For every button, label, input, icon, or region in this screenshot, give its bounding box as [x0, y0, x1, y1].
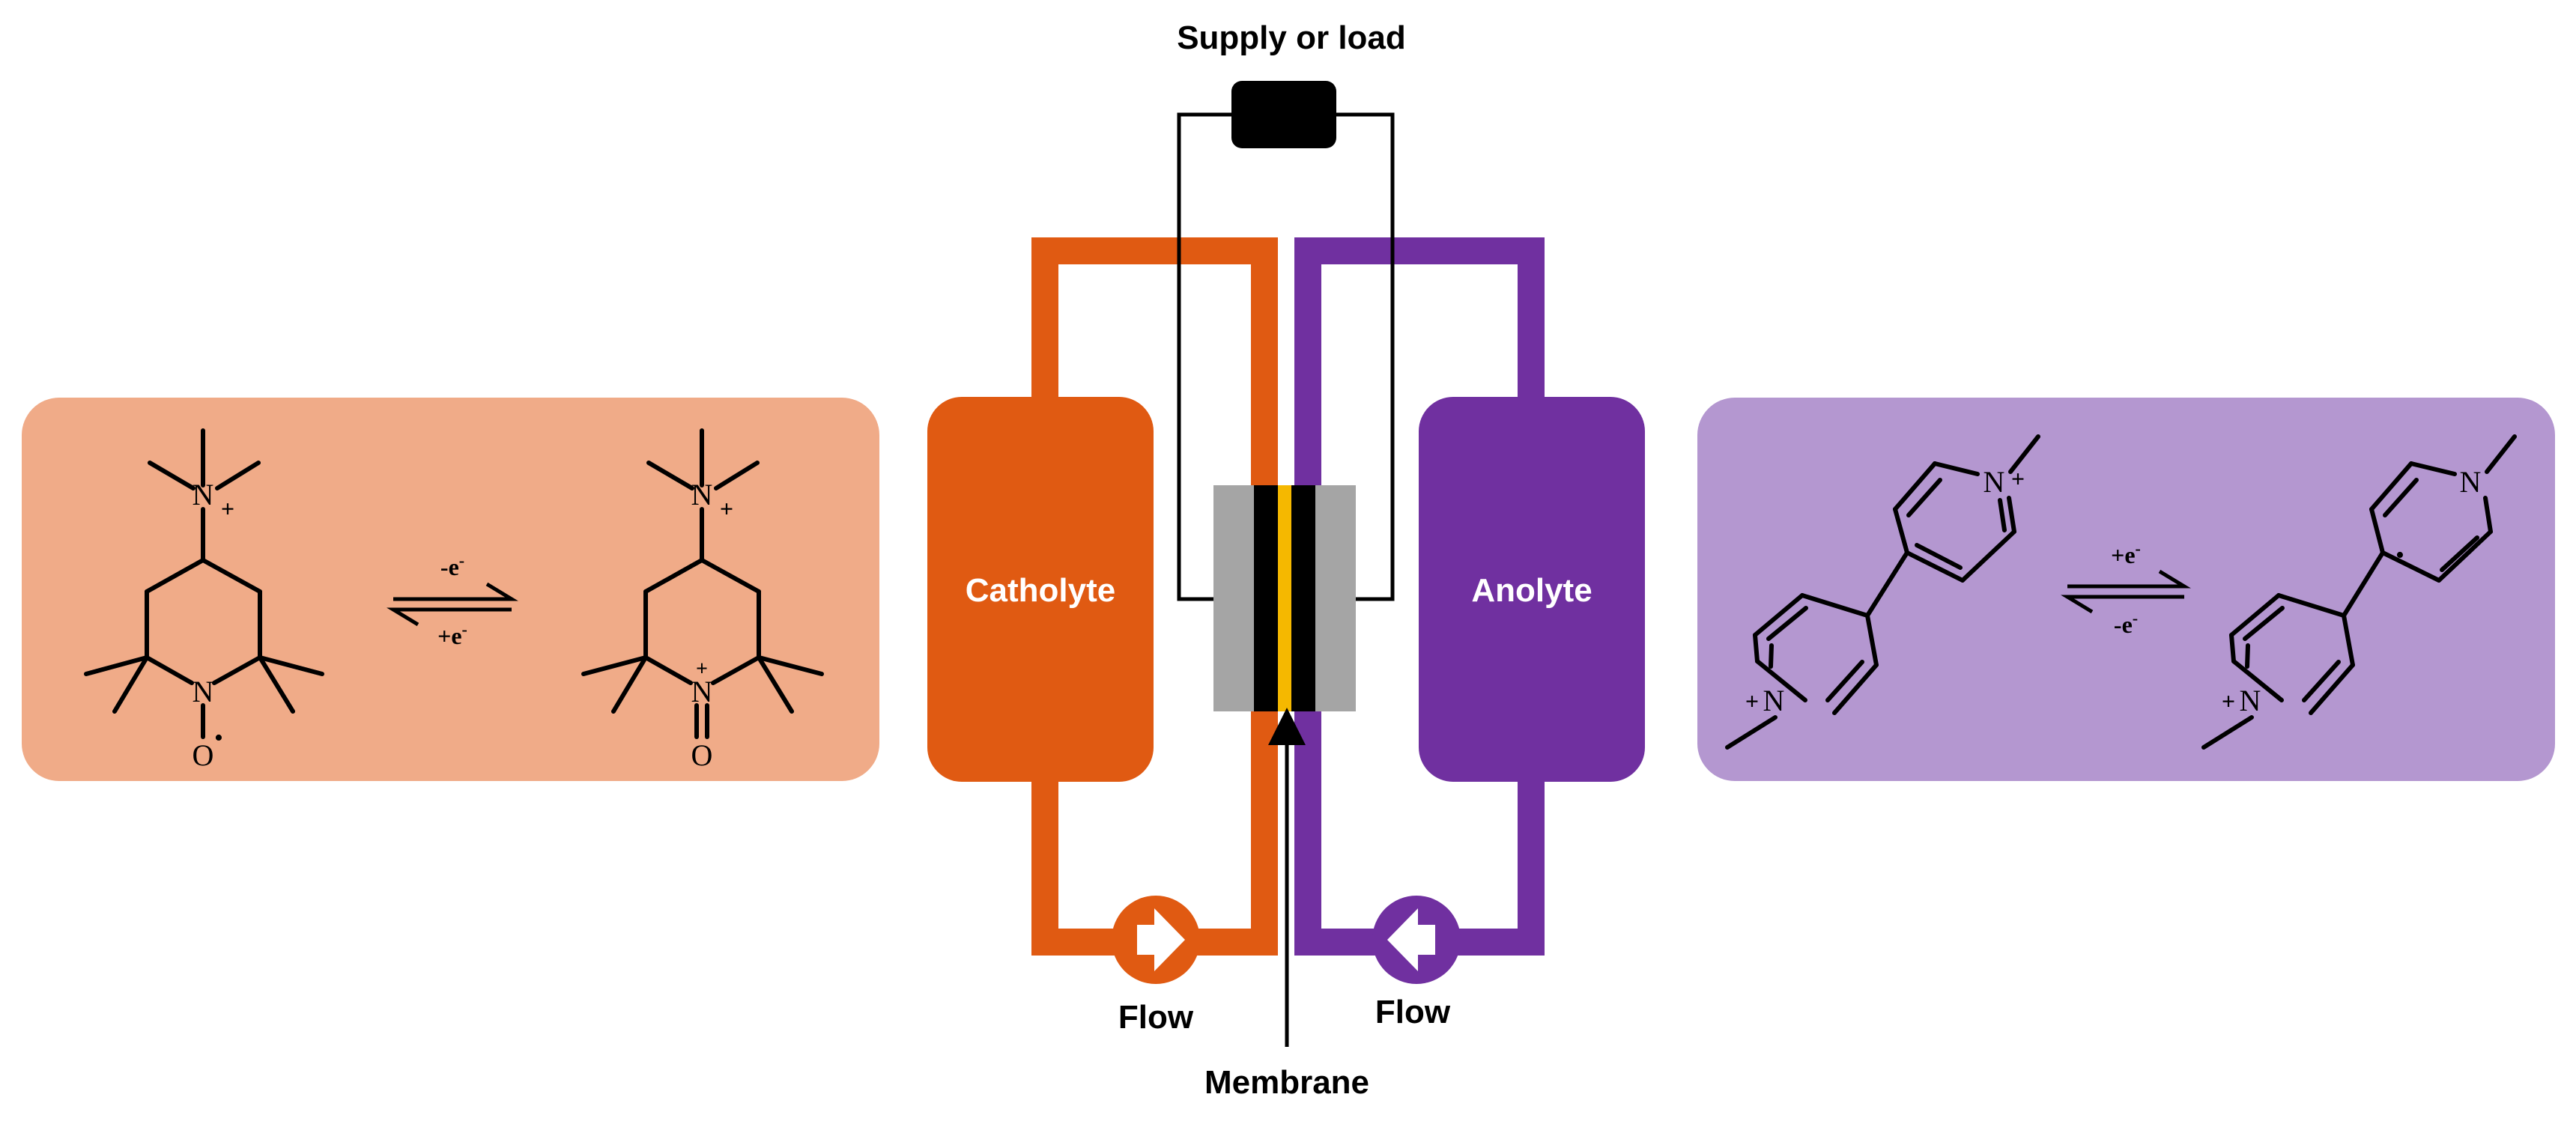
right-equilibrium-arrows-icon — [2061, 569, 2191, 614]
mv-n-bottom-atom: N — [1763, 684, 1785, 717]
anolyte-tank — [1419, 397, 1645, 782]
oxo-n-top-atom: N — [691, 478, 713, 511]
left-electrode — [1213, 485, 1255, 711]
mv-n-top-atom: N — [1983, 465, 2005, 499]
mvr-radical-dot: • — [2395, 541, 2404, 569]
tempo-radical-dot: • — [214, 724, 223, 752]
tempo-n-plus-charge: + — [221, 495, 234, 522]
supply-or-load-box — [1231, 81, 1336, 148]
anolyte-chemistry-panel — [1697, 398, 2555, 781]
oxo-n-ring-plus: + — [696, 657, 708, 681]
catholyte-label: Catholyte — [966, 572, 1115, 609]
anolyte-label: Anolyte — [1471, 572, 1592, 609]
mvr-n-bottom-atom: N — [2240, 684, 2261, 717]
oxo-o-atom: O — [691, 738, 713, 772]
oxo-n-ring-atom: N — [691, 675, 713, 708]
tempo-n-ring-atom: N — [193, 675, 214, 708]
right-electrode — [1314, 485, 1356, 711]
left-reverse-label: +e- — [437, 620, 467, 649]
catholyte-chemistry-panel — [22, 398, 879, 781]
oxoammonium-molecule — [581, 428, 824, 739]
tempo-o-atom: O — [193, 738, 214, 772]
flow-label-left: Flow — [1118, 999, 1194, 1036]
membrane — [1278, 485, 1291, 711]
oxo-n-top-plus: + — [720, 495, 733, 522]
left-equilibrium-arrows-icon — [387, 582, 518, 627]
mv-n-top-plus: + — [2011, 465, 2025, 492]
right-arrow-icon — [1137, 908, 1185, 971]
left-forward-label: -e- — [440, 551, 464, 580]
viologen-radical-molecule — [2201, 434, 2517, 750]
right-reverse-label: -e- — [2114, 609, 2138, 638]
tempo-n-top-atom: N — [193, 478, 214, 511]
viologen-dication-molecule — [1725, 434, 2040, 750]
catholyte-tank — [927, 397, 1154, 782]
flow-label-right: Flow — [1375, 994, 1451, 1030]
mvr-n-bottom-plus: + — [2222, 687, 2235, 714]
tempo-radical-molecule — [84, 428, 324, 739]
right-forward-label: +e- — [2111, 539, 2141, 568]
left-arrow-icon — [1387, 908, 1435, 971]
mvr-n-top-atom: N — [2460, 465, 2482, 499]
left-cell-plate — [1254, 485, 1278, 711]
supply-or-load-label: Supply or load — [1177, 19, 1406, 56]
right-cell-plate — [1291, 485, 1315, 711]
membrane-label: Membrane — [1204, 1064, 1369, 1101]
mv-n-bottom-plus: + — [1745, 687, 1759, 714]
